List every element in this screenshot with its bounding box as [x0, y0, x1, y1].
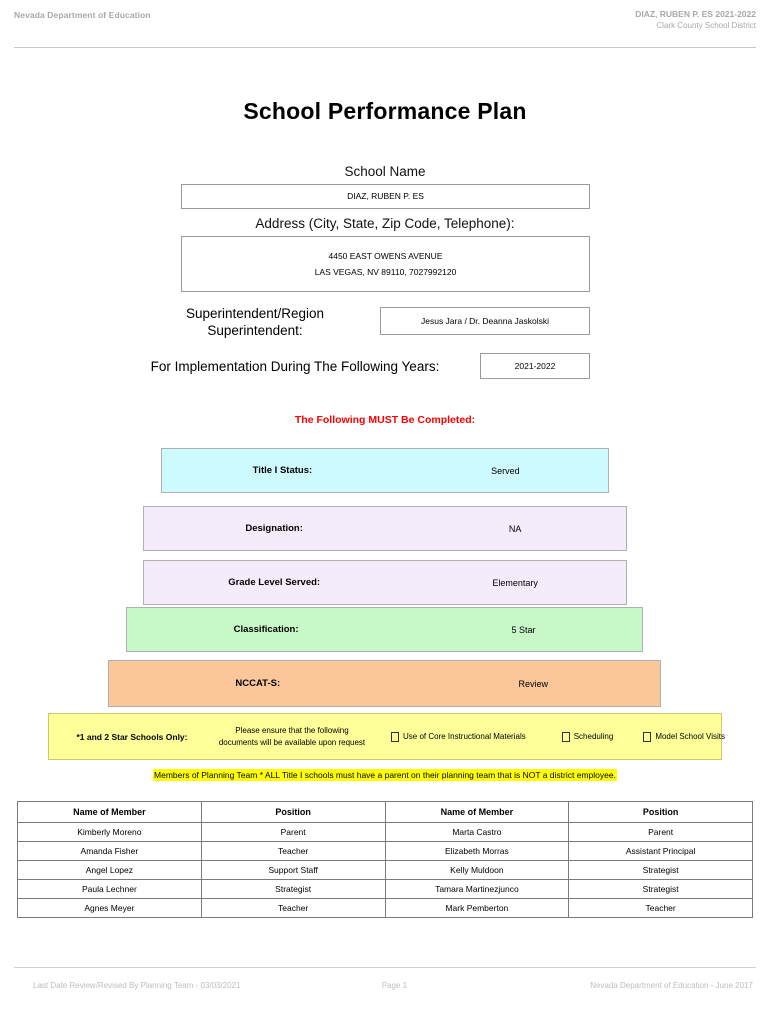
status-bar-title-i[interactable]: Title I Status: Served — [161, 448, 609, 493]
address-line-1: 4450 EAST OWENS AVENUE — [328, 250, 443, 261]
column-header-position-2: Position — [568, 801, 753, 823]
status-value-classification: 5 Star — [511, 624, 536, 635]
checkbox-icon[interactable] — [561, 731, 570, 742]
column-header-name-1: Name of Member — [17, 801, 202, 823]
status-value-title-i: Served — [491, 465, 520, 476]
table-header-row: Name of Member Position Name of Member P… — [17, 801, 753, 823]
header-school-year: DIAZ, RUBEN P. ES 2021-2022 — [635, 9, 756, 19]
footer-last-revised: Last Date Review/Revised By Planning Tea… — [33, 981, 241, 990]
member-position-cell[interactable]: Parent — [568, 822, 753, 842]
member-position-cell[interactable]: Parent — [200, 822, 386, 842]
status-label-nccat-s: NCCAT-S: — [235, 678, 281, 689]
school-name-field[interactable]: DIAZ, RUBEN P. ES — [181, 184, 590, 209]
footer-divider — [14, 967, 756, 968]
superintendent-field[interactable]: Jesus Jara / Dr. Deanna Jaskolski — [380, 307, 590, 335]
page-title: School Performance Plan — [243, 98, 527, 124]
address-line-2: LAS VEGAS, NV 89110, 7027992120 — [314, 267, 457, 277]
document-header: Nevada Department of Education DIAZ, RUB… — [0, 8, 770, 48]
checkbox-model-school-visits[interactable]: Model School Visits — [643, 731, 725, 742]
implementation-years-field[interactable]: 2021-2022 — [480, 353, 590, 379]
status-label-classification: Classification: — [233, 624, 299, 635]
planning-team-note: Members of Planning Team * ALL Title I s… — [0, 769, 770, 781]
status-label-grade-level: Grade Level Served: — [228, 577, 321, 588]
status-value-grade-level: Elementary — [492, 577, 538, 588]
checkbox-scheduling-label: Scheduling — [573, 732, 614, 741]
header-agency-name: Nevada Department of Education — [14, 10, 151, 20]
checkbox-core-materials-label: Use of Core Instructional Materials — [403, 732, 526, 741]
footer-page-number: Page 1 — [381, 981, 408, 990]
planning-team-table: Name of Member Position Name of Member P… — [17, 801, 753, 918]
header-district: Clark County School District — [656, 21, 756, 31]
checkbox-model-school-visits-label: Model School Visits — [655, 732, 725, 741]
status-bar-nccat-s[interactable]: NCCAT-S: Review — [108, 660, 661, 707]
checkbox-icon[interactable] — [391, 731, 399, 742]
member-position-cell[interactable]: Teacher — [200, 898, 386, 918]
implementation-years-value: 2021-2022 — [514, 360, 556, 371]
member-name-cell[interactable]: Kelly Muldoon — [384, 860, 570, 880]
status-bar-classification[interactable]: Classification: 5 Star — [126, 607, 643, 652]
column-header-position-1: Position — [200, 801, 386, 823]
member-name-cell[interactable]: Kimberly Moreno — [17, 822, 202, 842]
member-position-cell[interactable]: Strategist — [568, 879, 753, 899]
header-divider — [14, 47, 756, 48]
member-name-cell[interactable]: Tamara Martinezjunco — [384, 879, 570, 899]
member-name-cell[interactable]: Amanda Fisher — [17, 841, 202, 861]
member-name-cell[interactable]: Marta Castro — [384, 822, 570, 842]
column-header-name-2: Name of Member — [384, 801, 570, 823]
member-position-cell[interactable]: Teacher — [200, 841, 386, 861]
member-name-cell[interactable]: Mark Pemberton — [384, 898, 570, 918]
school-name-label: School Name — [344, 164, 426, 179]
member-position-cell[interactable]: Assistant Principal — [568, 841, 753, 861]
status-bar-designation[interactable]: Designation: NA — [143, 506, 627, 551]
star-schools-title: *1 and 2 Star Schools Only: — [76, 731, 188, 742]
star-schools-note-line-2: documents will be available upon request — [218, 737, 366, 747]
superintendent-label: Superintendent/Region Superintendent: — [185, 306, 325, 338]
status-label-title-i: Title I Status: — [252, 465, 313, 476]
star-schools-band: *1 and 2 Star Schools Only: Please ensur… — [48, 713, 725, 760]
address-label: Address (City, State, Zip Code, Telephon… — [255, 216, 515, 231]
school-name-value: DIAZ, RUBEN P. ES — [347, 191, 424, 202]
status-label-designation: Designation: — [245, 523, 303, 534]
member-name-cell[interactable]: Agnes Meyer — [17, 898, 202, 918]
status-bar-grade-level[interactable]: Grade Level Served: Elementary — [143, 560, 627, 605]
member-name-cell[interactable]: Angel Lopez — [17, 860, 202, 880]
checkbox-core-materials[interactable]: Use of Core Instructional Materials — [391, 731, 526, 742]
star-schools-note: Please ensure that the following documen… — [207, 725, 377, 748]
member-name-cell[interactable]: Paula Lechner — [17, 879, 202, 899]
header-school-info: DIAZ, RUBEN P. ES 2021-2022 Clark County… — [635, 8, 756, 32]
document-footer: Last Date Review/Revised By Planning Tea… — [33, 981, 753, 990]
checkbox-scheduling[interactable]: Scheduling — [561, 731, 614, 742]
star-schools-note-line-1: Please ensure that the following — [235, 725, 349, 735]
checkbox-icon[interactable] — [643, 731, 652, 742]
member-name-cell[interactable]: Elizabeth Morras — [384, 841, 570, 861]
must-complete-notice: The Following MUST Be Completed: — [294, 414, 476, 426]
planning-team-note-text: Members of Planning Team * ALL Title I s… — [153, 769, 617, 781]
member-position-cell[interactable]: Teacher — [568, 898, 753, 918]
status-value-nccat-s: Review — [518, 678, 549, 689]
status-value-designation: NA — [508, 523, 522, 534]
member-position-cell[interactable]: Support Staff — [200, 860, 386, 880]
implementation-years-label: For Implementation During The Following … — [150, 359, 440, 374]
superintendent-value: Jesus Jara / Dr. Deanna Jaskolski — [420, 315, 550, 326]
address-field[interactable]: 4450 EAST OWENS AVENUE LAS VEGAS, NV 891… — [181, 236, 590, 292]
member-position-cell[interactable]: Strategist — [568, 860, 753, 880]
footer-source: Nevada Department of Education - June 20… — [590, 981, 753, 990]
member-position-cell[interactable]: Strategist — [200, 879, 386, 899]
